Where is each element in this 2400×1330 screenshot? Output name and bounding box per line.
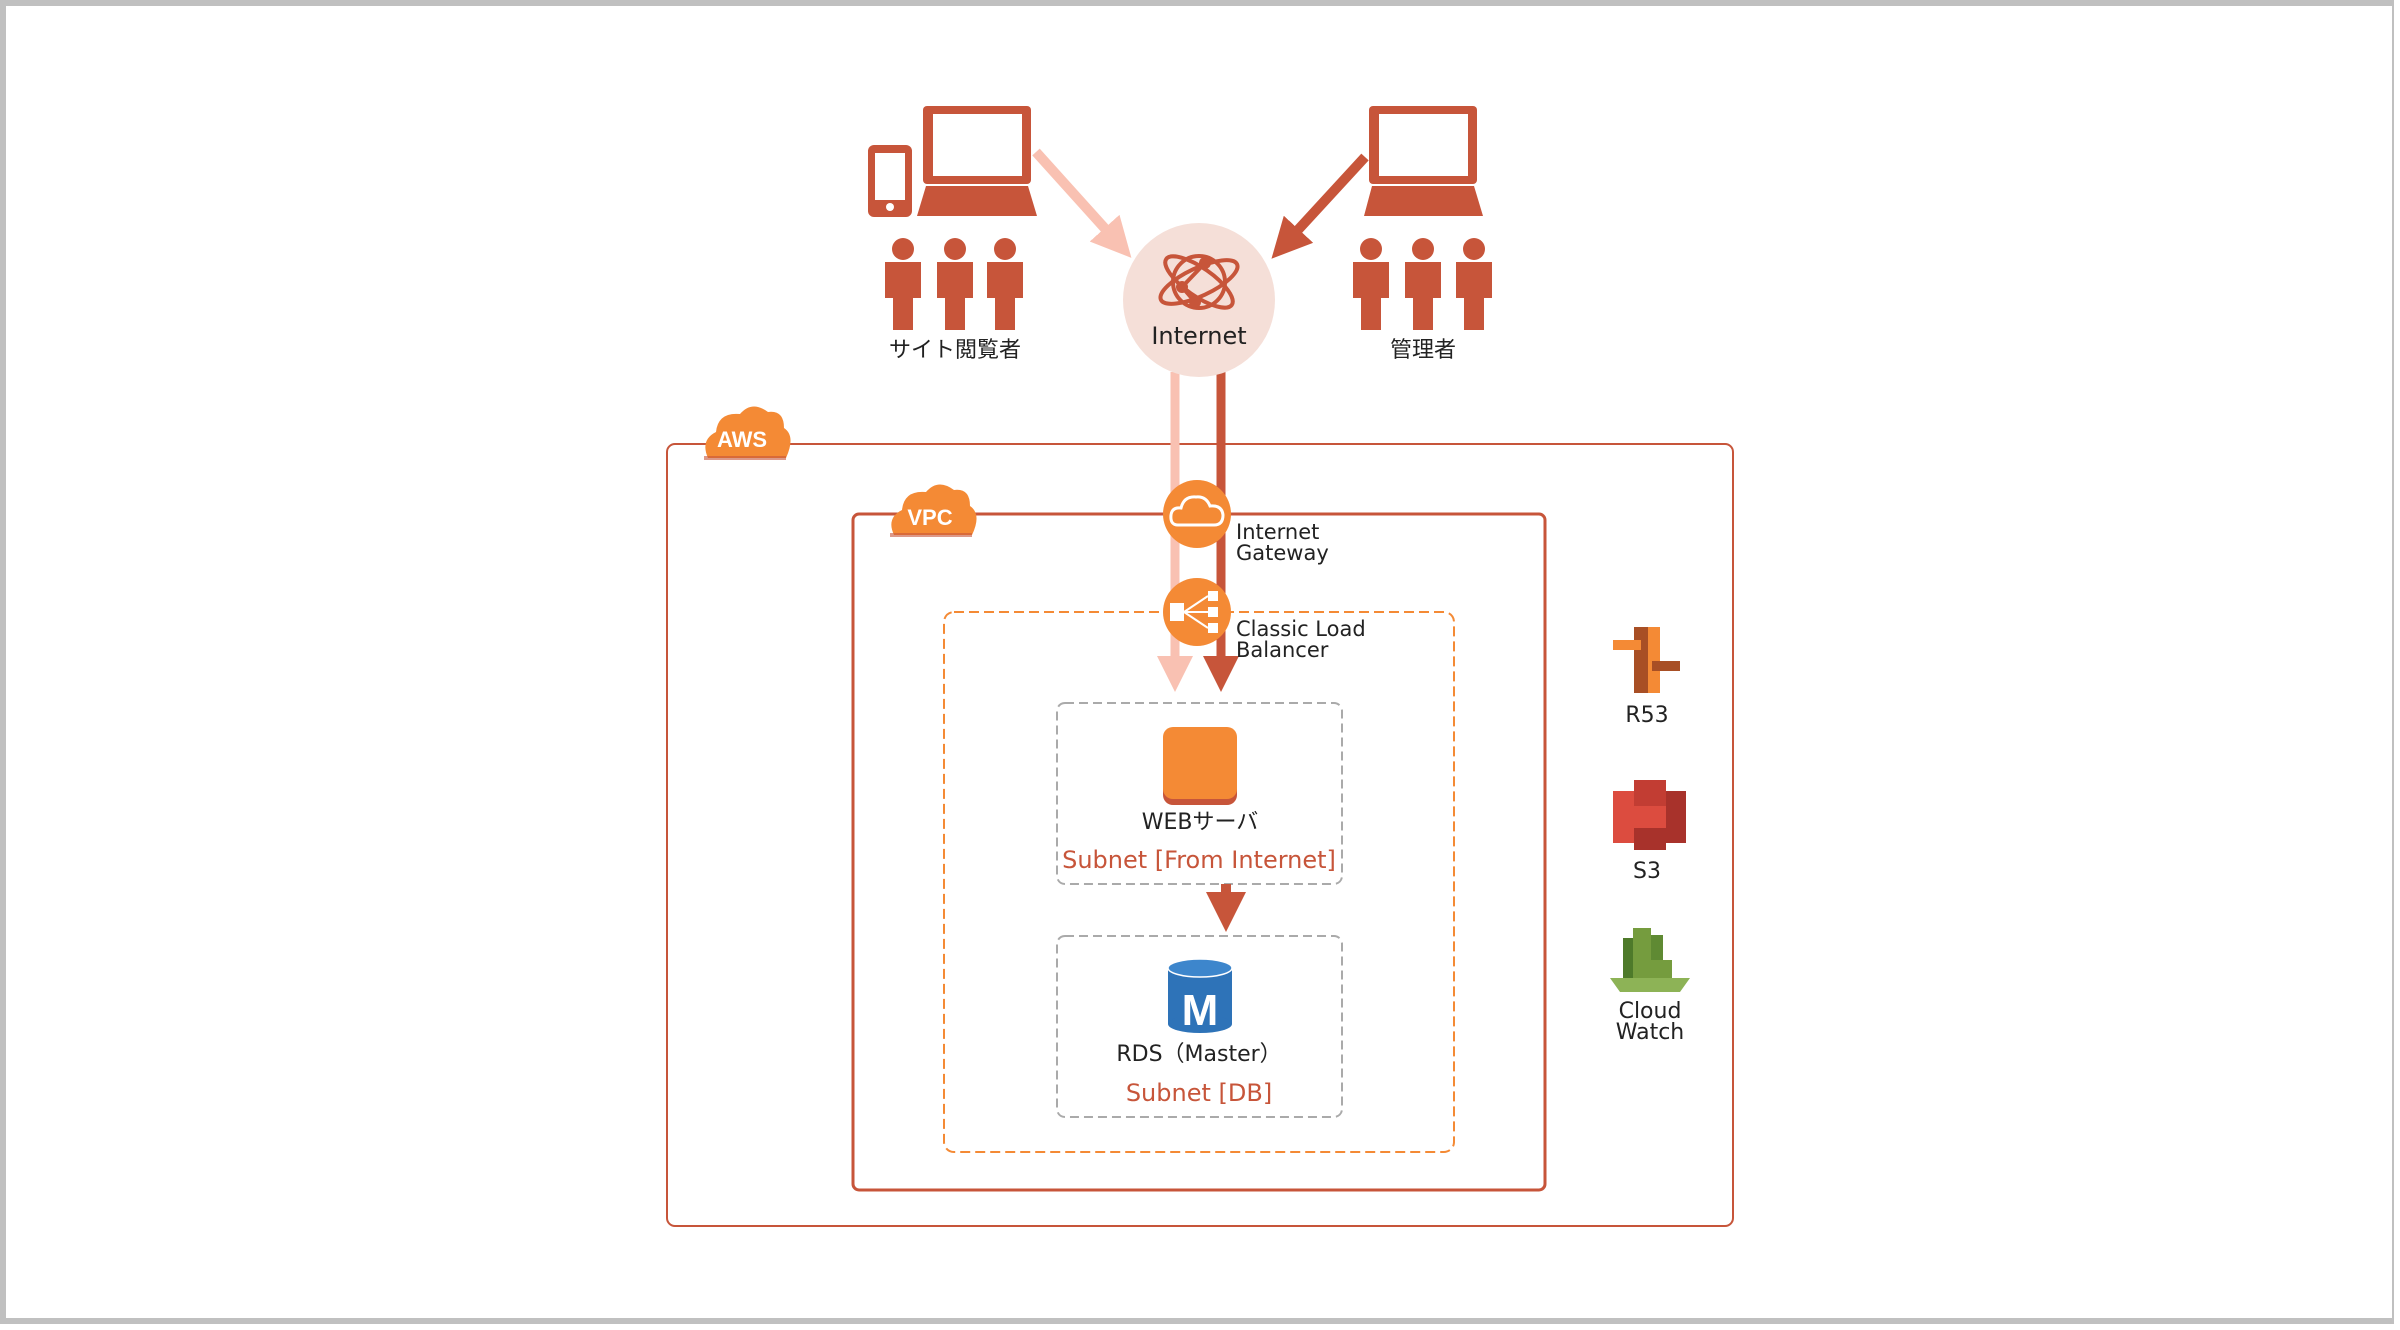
internet-gateway-node: [1163, 480, 1231, 548]
load-balancer-label: Classic Load Balancer: [1236, 617, 1366, 662]
cloud-icon: [1169, 495, 1225, 527]
load-balancer-icon: [1170, 591, 1218, 633]
route53-icon: [1613, 627, 1680, 693]
service-label-s3: S3: [1633, 859, 1661, 884]
viewers-label: サイト閲覧者: [888, 338, 1022, 363]
cloudwatch-icon: [1610, 928, 1690, 992]
subnet-db-box: [1056, 935, 1343, 1118]
rds-master-letter: M: [1182, 986, 1219, 1035]
rds-label: RDS（Master）: [1116, 1042, 1282, 1067]
internet-node: [1123, 223, 1275, 377]
web-server-label: WEBサーバ: [1141, 810, 1259, 835]
subnet-web-label: Subnet [From Internet]: [1062, 846, 1336, 874]
internet-gateway-label: Internet Gateway: [1236, 520, 1329, 565]
people-icon: [885, 238, 1023, 330]
vpc-cloud-badge: [890, 484, 977, 537]
internet-label: Internet: [1151, 322, 1247, 350]
smartphone-icon: [868, 145, 912, 217]
vpc-badge-label: VPC: [907, 505, 953, 530]
service-label-cloudwatch: Cloud Watch: [1615, 999, 1685, 1045]
aws-cloud-badge: [704, 406, 791, 460]
load-balancer-node: [1163, 578, 1231, 646]
flow-viewers-to-internet: [1032, 148, 1132, 258]
admins-label: 管理者: [1389, 338, 1457, 363]
subnet-web-box: [1056, 702, 1343, 885]
globe-network-icon: [1158, 254, 1240, 310]
rds-database-icon: M: [1167, 958, 1233, 1035]
aws-container: [666, 443, 1734, 1227]
flow-admins-to-internet: [1271, 153, 1369, 259]
people-icon: [1353, 238, 1492, 330]
subnet-db-label: Subnet [DB]: [1125, 1079, 1273, 1107]
laptop-icon: [1364, 106, 1483, 216]
service-label-r53: R53: [1625, 703, 1669, 728]
laptop-icon: [917, 106, 1037, 216]
aws-badge-label: AWS: [716, 427, 768, 452]
ec2-instance-icon: [1163, 727, 1237, 805]
zone-container: [943, 611, 1455, 1153]
s3-icon: [1613, 780, 1686, 850]
